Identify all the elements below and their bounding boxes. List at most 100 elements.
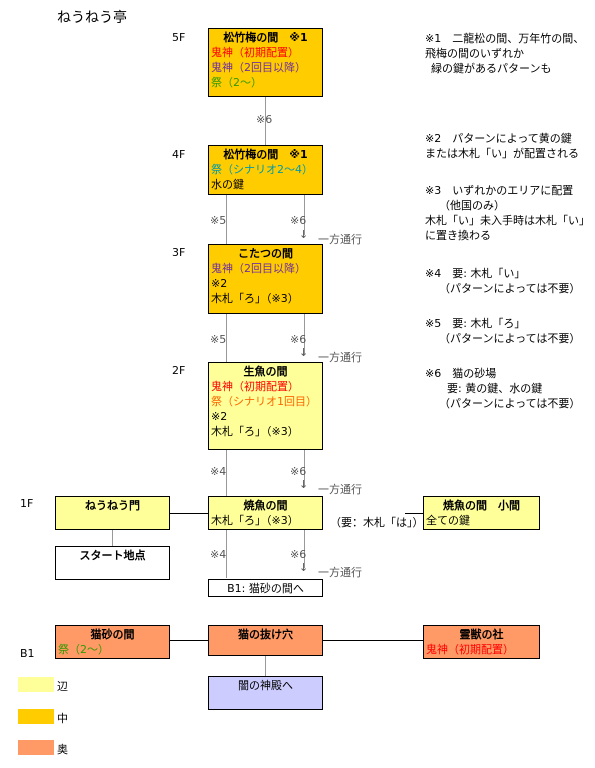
link-label: B1: 猫砂の間へ (227, 582, 304, 595)
room-line: 祭（2～） (58, 643, 109, 656)
link-yami-shinden[interactable]: 闇の神殿へ (208, 676, 323, 710)
connector-gate-start (112, 530, 113, 546)
room-line: 鬼神（初期配置） (211, 46, 299, 59)
room-2f-namazakana[interactable]: 生魚の間 鬼神（初期配置） 祭（シナリオ1回目） ※2 木札「ろ」（※3） (208, 362, 323, 450)
room-name: 霊獣の社 (459, 628, 504, 641)
connector-4f-3f-right (304, 195, 305, 235)
legend-swatch-mid (18, 709, 54, 724)
room-name: 猫砂の間 (90, 628, 135, 641)
note-5: ※5 要: 木札「ろ」 （パターンによっては不要） (425, 316, 580, 346)
down-arrow-icon: ↓ (299, 346, 309, 359)
connector-1f-b1-right (304, 530, 305, 568)
connector-2f-1f-right (304, 450, 305, 486)
connector-label-n4-1f: ※4 (210, 548, 227, 561)
room-1f-yakizakana[interactable]: 焼魚の間 木札「ろ」（※3） (208, 496, 323, 530)
room-line: ※2 (211, 277, 228, 290)
down-arrow-icon: ↓ (299, 478, 309, 491)
link-b1-nekosuna[interactable]: B1: 猫砂の間へ (208, 579, 323, 597)
note-4: ※4 要: 木札「い」 （パターンによっては不要） (425, 266, 580, 296)
note-line: ※3 いずれかのエリアに配置 (425, 184, 574, 197)
floor-label-3f: 3F (172, 246, 186, 259)
room-name: 松竹梅の間 ※1 (223, 31, 308, 44)
room-3f-kotatsu[interactable]: こたつの間 鬼神（2回目以降） ※2 木札「ろ」（※3） (208, 244, 323, 314)
note-line: ※1 二龍松の間、万年竹の間、 (425, 32, 585, 45)
connector-label-n6-3f: ※6 (290, 333, 307, 346)
room-line: 全ての鍵 (426, 514, 470, 527)
connector-label-n4-2f: ※4 (210, 465, 227, 478)
connector-label-n6-2f: ※6 (290, 465, 307, 478)
note-line: 緑の鍵があるパターンも (431, 62, 552, 75)
note-3: ※3 いずれかのエリアに配置 （他国のみ） 木札「い」未入手時は木札「い」 に置… (425, 183, 590, 243)
connector-3f-2f-left (226, 314, 227, 364)
room-start-point[interactable]: スタート地点 (55, 546, 170, 580)
note-line: （パターンによっては不要） (439, 282, 581, 295)
note-line: 要: 黄の鍵、水の鍵 (447, 382, 543, 395)
note-line: 木札「い」未入手時は木札「い」 (425, 214, 590, 227)
room-1f-gate[interactable]: ねうねう門 (55, 496, 170, 530)
oneway-label-3f: 一方通行 (318, 351, 362, 364)
room-line: 木札「ろ」（※3） (211, 514, 299, 527)
note-line: ※6 猫の砂場 (425, 367, 497, 380)
connector-nukeana-reijuu (322, 640, 423, 641)
connector-5f-4f (265, 97, 266, 147)
floor-label-5f: 5F (172, 31, 186, 44)
connector-1f-b1-left (226, 530, 227, 578)
room-line: 祭（2～） (211, 76, 262, 89)
link-label: 闇の神殿へ (238, 679, 293, 692)
room-name: 松竹梅の間 ※1 (223, 148, 308, 161)
oneway-label-2f: 一方通行 (318, 483, 362, 496)
connector-gate-yakizakana (170, 513, 208, 514)
room-name: ねうねう門 (85, 499, 140, 512)
note-line: ※5 要: 木札「ろ」 (425, 317, 526, 330)
connector-label-n6-5f: ※6 (256, 113, 273, 126)
down-arrow-icon: ↓ (299, 228, 309, 241)
note-line: に置き換わる (425, 229, 491, 242)
room-5f-shochikubai[interactable]: 松竹梅の間 ※1 鬼神（初期配置） 鬼神（2回目以降） 祭（2～） (208, 28, 323, 97)
note-line: 飛梅の間のいずれか (425, 47, 524, 60)
legend-label-deep: 奥 (57, 743, 68, 756)
room-line: 鬼神（初期配置） (426, 643, 514, 656)
room-1f-yakizakana-koma[interactable]: 焼魚の間 小間 全ての鍵 (423, 496, 540, 530)
requirement-label: （要：木札「は」） (330, 516, 424, 529)
legend-swatch-deep (18, 740, 54, 755)
room-4f-shochikubai[interactable]: 松竹梅の間 ※1 祭（シナリオ2～4） 水の鍵 (208, 145, 323, 195)
room-line: 木札「ろ」（※3） (211, 292, 299, 305)
room-name: スタート地点 (79, 549, 146, 562)
note-line: ※4 要: 木札「い」 (425, 267, 526, 280)
room-b1-nekosuna[interactable]: 猫砂の間 祭（2～） (55, 625, 170, 659)
connector-4f-3f-left (226, 195, 227, 245)
note-2: ※2 パターンによって黄の鍵 または木札「い」が配置される (425, 131, 579, 161)
room-name: 焼魚の間 (243, 499, 288, 512)
oneway-label-4f: 一方通行 (318, 233, 362, 246)
connector-3f-2f-right (304, 314, 305, 354)
note-1: ※1 二龍松の間、万年竹の間、 飛梅の間のいずれか 緑の鍵があるパターンも (425, 31, 584, 76)
room-line: 鬼神（2回目以降） (211, 262, 306, 275)
room-b1-reijuu[interactable]: 霊獣の社 鬼神（初期配置） (423, 625, 540, 659)
room-b1-nukeana[interactable]: 猫の抜け穴 (208, 625, 323, 656)
room-line: 水の鍵 (211, 178, 244, 191)
page-title: ねうねう亭 (57, 10, 127, 26)
room-name: 生魚の間 (243, 365, 288, 378)
room-name: 猫の抜け穴 (238, 628, 293, 641)
connector-yakizakana-small (405, 513, 423, 514)
note-line: ※2 パターンによって黄の鍵 (425, 132, 572, 145)
legend-label-mid: 中 (57, 712, 68, 725)
room-line: 鬼神（初期配置） (211, 380, 299, 393)
note-line: または木札「い」が配置される (425, 147, 579, 160)
connector-nukeana-shinden (265, 656, 266, 676)
note-line: （パターンによっては不要） (439, 397, 581, 410)
connector-label-n6-4f: ※6 (290, 214, 307, 227)
connector-nekosuna-nukeana (170, 640, 208, 641)
connector-label-n5-3f: ※5 (210, 333, 227, 346)
note-line: （パターンによっては不要） (439, 332, 581, 345)
room-name: 焼魚の間 小間 (443, 499, 520, 512)
oneway-label-1f: 一方通行 (318, 566, 362, 579)
room-name: こたつの間 (238, 247, 293, 260)
legend-swatch-edge (18, 677, 54, 692)
floor-label-1f: 1F (20, 497, 34, 510)
note-6: ※6 猫の砂場 要: 黄の鍵、水の鍵 （パターンによっては不要） (425, 366, 580, 411)
room-line: ※2 (211, 410, 228, 423)
room-line: 木札「ろ」（※3） (211, 425, 299, 438)
room-line: 祭（シナリオ2～4） (211, 163, 313, 176)
legend-label-edge: 辺 (57, 680, 68, 693)
